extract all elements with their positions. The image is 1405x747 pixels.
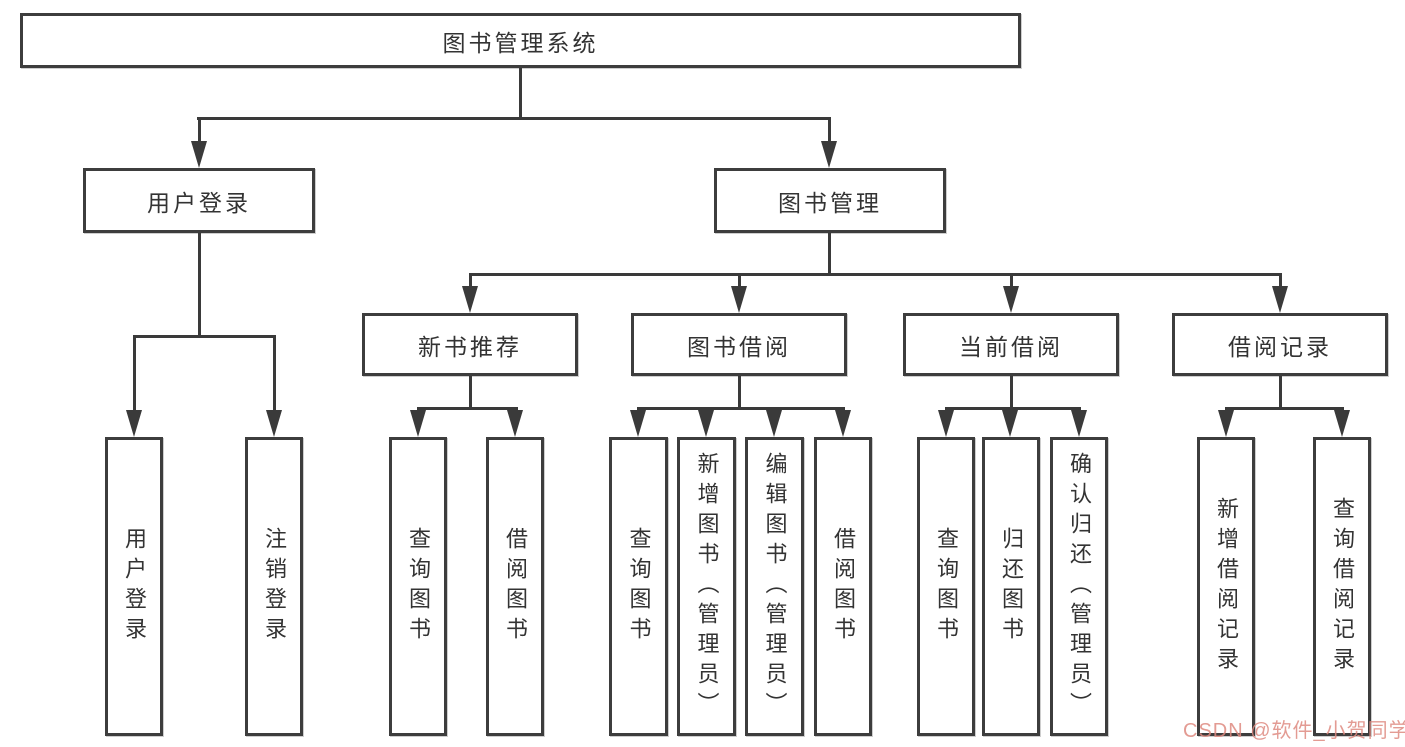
leaf-cb-return-book: 归还图书	[982, 437, 1040, 736]
edge-hline	[637, 407, 845, 410]
leaf-logout: 注销登录	[245, 437, 303, 736]
edge-arrowhead	[1003, 286, 1019, 313]
leaf-cb-confirm-return: 确认归还（管理员）	[1050, 437, 1108, 736]
edge-arrowhead	[1071, 410, 1087, 437]
leaf-bb-query-book: 查询图书	[609, 437, 668, 736]
edge-arrowhead	[1272, 286, 1288, 313]
leaf-bb-add-book: 新增图书（管理员）	[677, 437, 736, 736]
edge-hline	[133, 335, 276, 338]
node-borrow-record: 借阅记录	[1172, 313, 1388, 376]
edge-vline	[828, 117, 831, 142]
leaf-bb-borrow-book: 借阅图书	[814, 437, 872, 736]
edge-hline	[469, 273, 1282, 276]
edge-vline	[1010, 273, 1013, 287]
edge-arrowhead	[835, 410, 851, 437]
edge-arrowhead	[938, 410, 954, 437]
edge-arrowhead	[821, 141, 837, 168]
edge-arrowhead	[410, 410, 426, 437]
edge-vline	[738, 273, 741, 287]
edge-vline	[519, 68, 522, 117]
edge-arrowhead	[1218, 410, 1234, 437]
edge-arrowhead	[766, 410, 782, 437]
node-current-borrow: 当前借阅	[903, 313, 1119, 376]
edge-vline	[1279, 273, 1282, 287]
edge-arrowhead	[698, 410, 714, 437]
edge-arrowhead	[630, 410, 646, 437]
leaf-nbr-query-book: 查询图书	[389, 437, 447, 736]
edge-hline	[197, 117, 831, 120]
leaf-user-login: 用户登录	[105, 437, 163, 736]
node-book-borrow: 图书借阅	[631, 313, 847, 376]
leaf-br-query-record: 查询借阅记录	[1313, 437, 1371, 736]
edge-vline	[469, 273, 472, 287]
leaf-br-add-record: 新增借阅记录	[1197, 437, 1255, 736]
edge-vline	[133, 335, 136, 411]
edge-vline	[273, 335, 276, 411]
edge-arrowhead	[126, 410, 142, 437]
leaf-nbr-borrow-book: 借阅图书	[486, 437, 544, 736]
edge-arrowhead	[462, 286, 478, 313]
node-root: 图书管理系统	[20, 13, 1021, 68]
node-user-login: 用户登录	[83, 168, 315, 233]
edge-vline	[1279, 376, 1282, 407]
edge-hline	[1225, 407, 1344, 410]
node-new-book-recommend: 新书推荐	[362, 313, 578, 376]
edge-vline	[198, 233, 201, 335]
edge-vline	[828, 233, 831, 273]
edge-hline	[945, 407, 1081, 410]
leaf-bb-edit-book: 编辑图书（管理员）	[745, 437, 804, 736]
edge-vline	[198, 117, 201, 142]
edge-arrowhead	[731, 286, 747, 313]
edge-arrowhead	[266, 410, 282, 437]
edge-vline	[738, 376, 741, 407]
edge-arrowhead	[1002, 410, 1018, 437]
csdn-watermark: CSDN @软件_小贺同学	[1183, 720, 1405, 742]
leaf-cb-query-book: 查询图书	[917, 437, 975, 736]
edge-arrowhead	[1334, 410, 1350, 437]
edge-vline	[1010, 376, 1013, 407]
edge-vline	[469, 376, 472, 407]
edge-arrowhead	[191, 141, 207, 168]
edge-arrowhead	[507, 410, 523, 437]
node-book-management: 图书管理	[714, 168, 946, 233]
edge-hline	[417, 407, 518, 410]
